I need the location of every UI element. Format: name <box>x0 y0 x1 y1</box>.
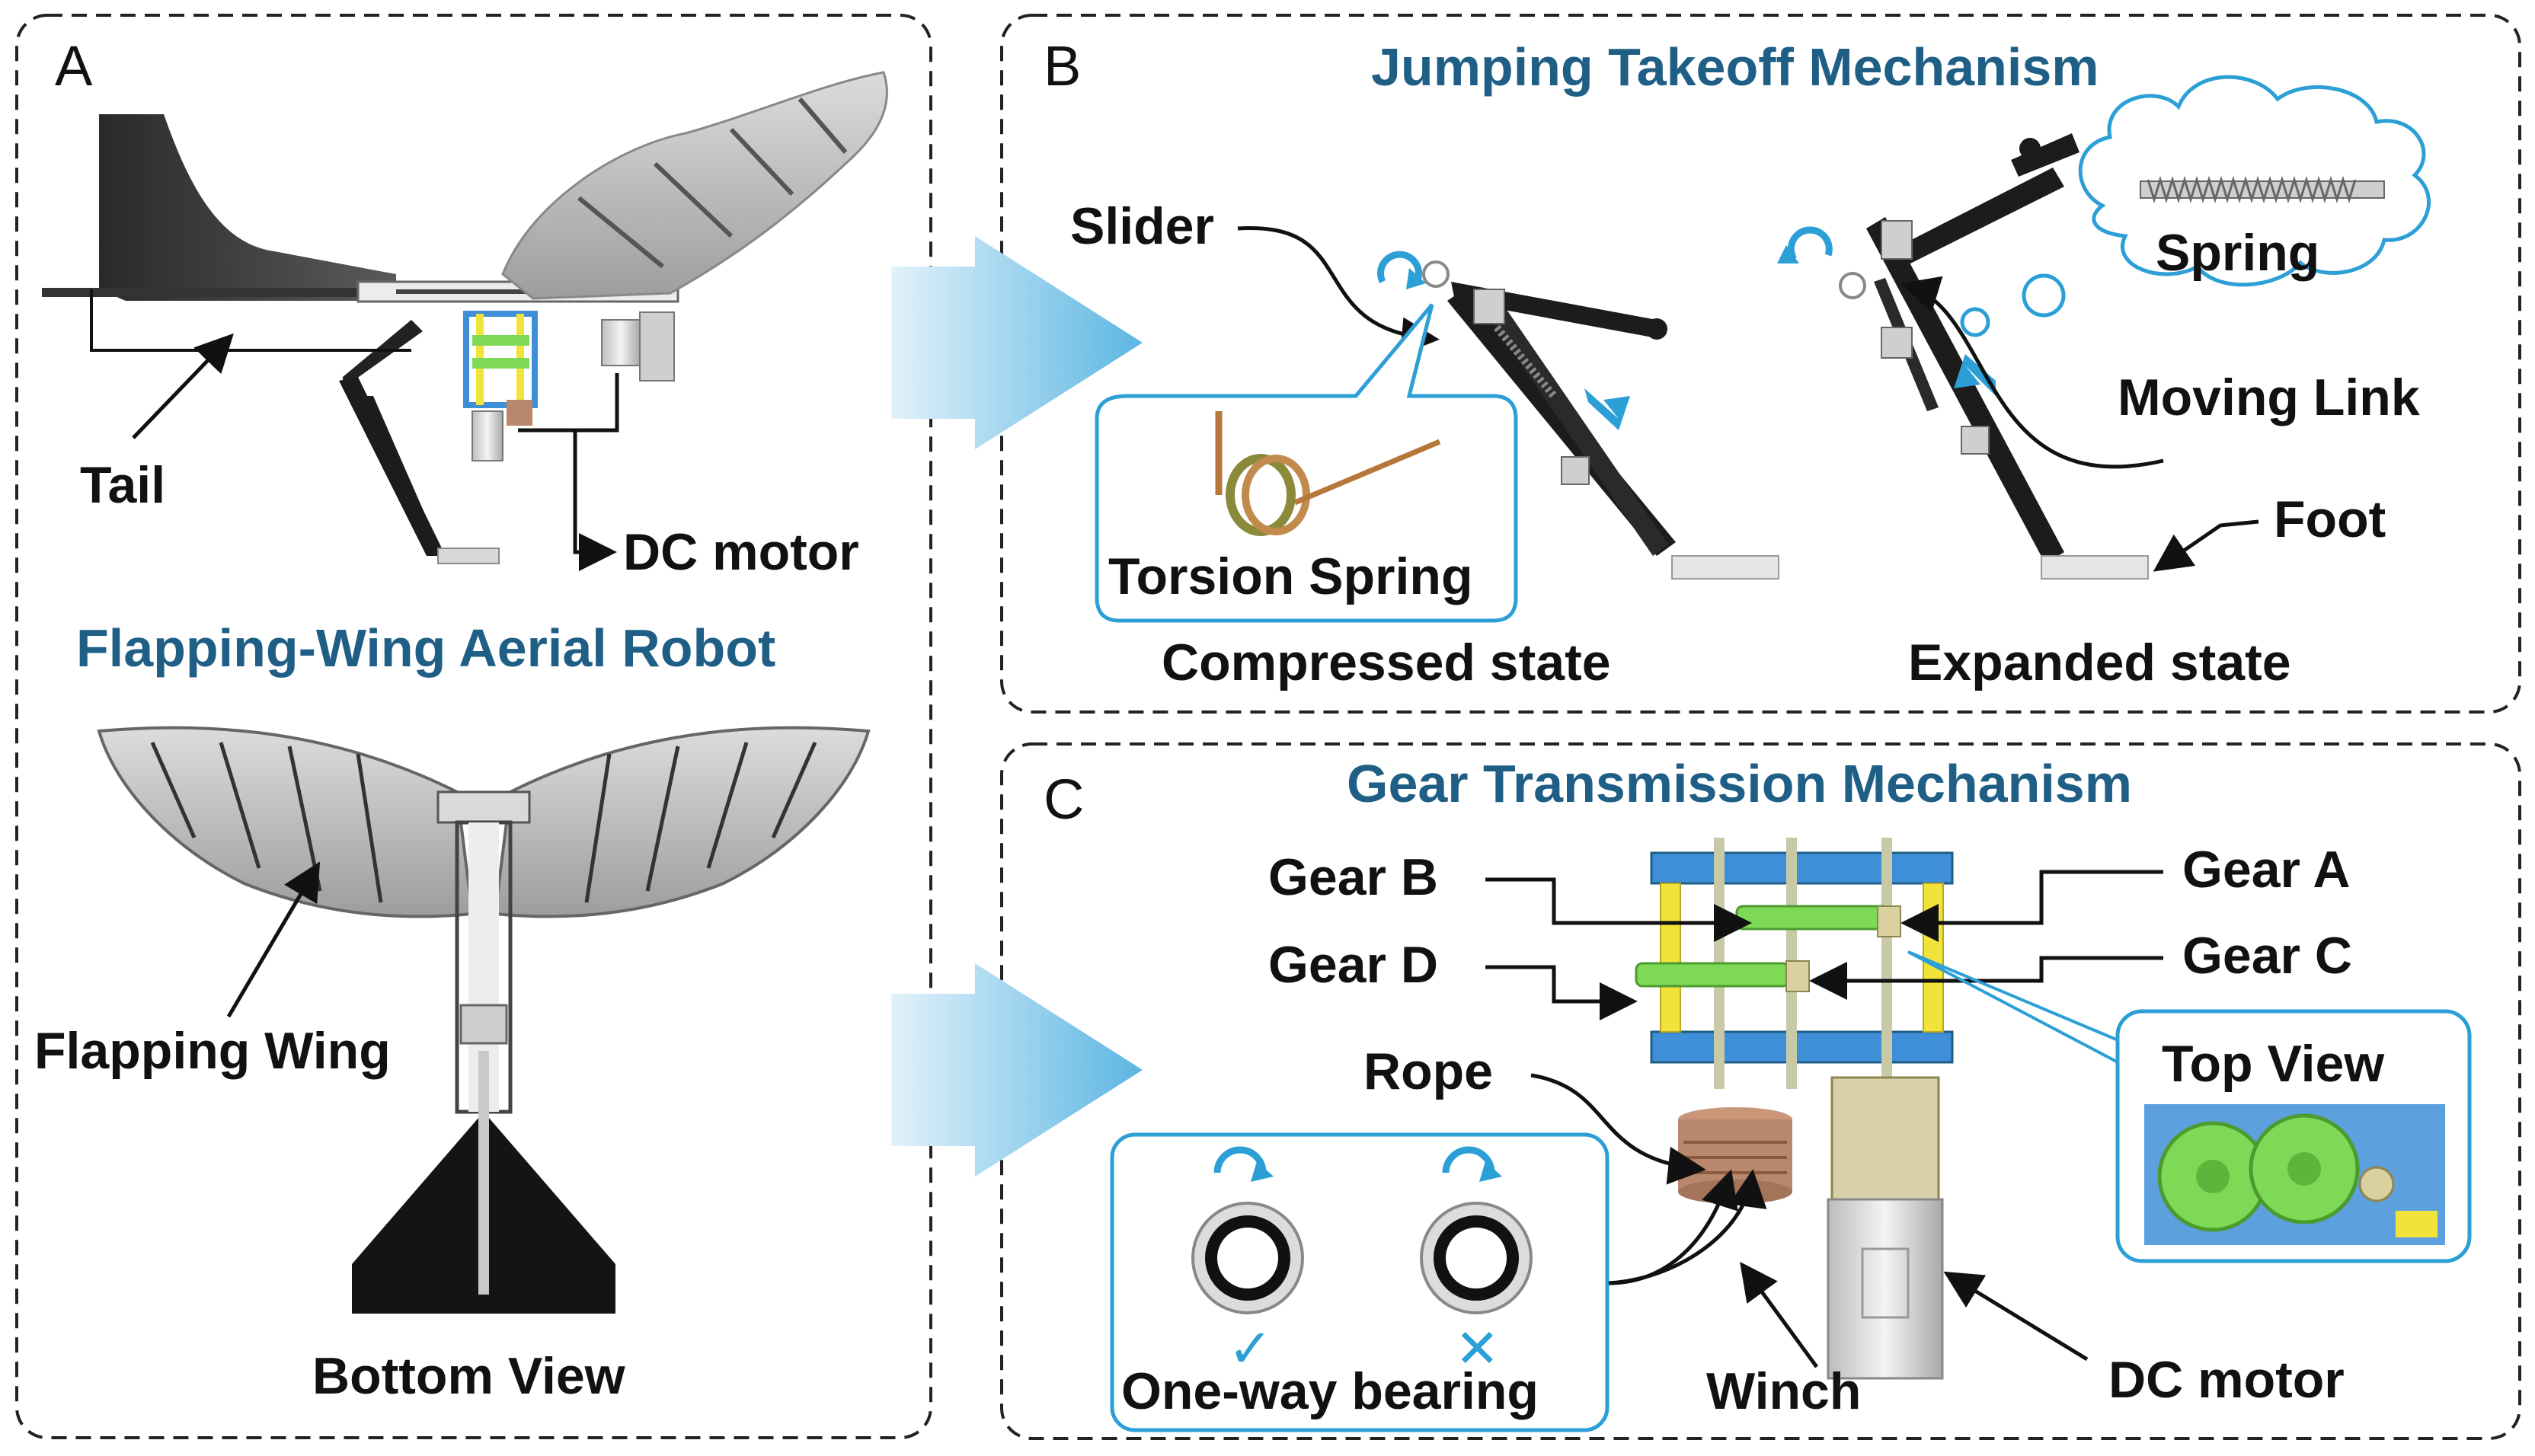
torsion-spring-callout <box>1095 303 1518 623</box>
tail-bracket-line <box>90 289 411 352</box>
top-view-callout-line <box>1907 950 2126 1068</box>
tail-label: Tail <box>80 456 165 514</box>
torsion-spring-label: Torsion Spring <box>1108 548 1473 605</box>
gear-a-label: Gear A <box>2182 841 2350 899</box>
motion-arrow-icon <box>1954 354 1996 396</box>
rotate-arrow-icon <box>1377 251 1422 283</box>
compressed-leg-illustration <box>1422 260 1779 580</box>
dc-motor-bracket-line <box>575 373 619 433</box>
moving-link-label: Moving Link <box>2118 369 2420 426</box>
dc-motor-label-c: DC motor <box>2108 1351 2345 1409</box>
panel-c-title: Gear Transmission Mechanism <box>1347 754 2132 813</box>
rotate-arrow-icon <box>1787 226 1833 261</box>
top-view-callout-line <box>1907 950 2126 1045</box>
panel-b-title: Jumping Takeoff Mechanism <box>1371 37 2099 97</box>
panel-a-frame <box>15 14 932 1439</box>
thought-bubble-dot <box>2022 273 2066 318</box>
gear-c-label: Gear C <box>2182 927 2352 985</box>
winch-leader-line <box>1740 1261 1819 1368</box>
rope-label: Rope <box>1363 1043 1493 1100</box>
gear-d-leader-line <box>1485 965 1638 1020</box>
expanded-state-label: Expanded state <box>1908 634 2291 691</box>
motion-arrow-icon <box>1584 388 1630 430</box>
flapping-wing-label: Flapping Wing <box>34 1022 391 1080</box>
top-view-gears-icon <box>2144 1104 2445 1245</box>
top-view-label: Top View <box>2162 1035 2385 1093</box>
transition-arrow-icon <box>891 963 1143 1177</box>
panel-a-title: Flapping-Wing Aerial Robot <box>76 618 775 678</box>
thought-bubble-dot <box>1960 307 1990 337</box>
rotate-arrow-icon <box>1777 245 1799 263</box>
transition-arrow-icon <box>891 236 1143 449</box>
gear-b-label: Gear B <box>1268 848 1438 906</box>
spring-icon <box>2140 175 2385 204</box>
gear-c-leader-line <box>1809 956 2163 1000</box>
rotate-arrow-icon <box>1406 268 1426 289</box>
winch-label: Winch <box>1706 1362 1861 1420</box>
gearbox-illustration <box>1635 838 1954 1380</box>
panel-a-letter: A <box>55 34 93 97</box>
rope-leader-line <box>1530 1073 1706 1185</box>
bottom-view-label: Bottom View <box>312 1347 626 1405</box>
dc-motor-label-a: DC motor <box>623 523 859 581</box>
bearing-icon <box>1191 1146 1304 1314</box>
robot-bottom-view <box>97 726 871 1314</box>
flapping-wing-leader-line <box>226 861 321 1018</box>
slider-leader-line <box>1237 226 1440 356</box>
bearing-icon <box>1420 1146 1533 1314</box>
robot-side-view <box>42 71 888 564</box>
cross-mark-icon: ✕ <box>1455 1319 1500 1378</box>
dc-motor-bracket-line <box>518 428 617 571</box>
panel-b-letter: B <box>1044 34 1081 97</box>
compressed-state-label: Compressed state <box>1162 634 1611 691</box>
tail-leader-line <box>132 333 234 439</box>
slider-label: Slider <box>1070 197 1214 255</box>
one-way-bearing-label: One-way bearing <box>1121 1362 1539 1420</box>
torsion-spring-icon <box>1215 411 1441 536</box>
bearing-leader-line <box>1608 1169 1767 1285</box>
gear-b-leader-line <box>1485 877 1752 942</box>
foot-leader-line <box>2153 519 2259 572</box>
panel-c-letter: C <box>1044 768 1084 831</box>
foot-label: Foot <box>2274 490 2386 548</box>
gear-d-label: Gear D <box>1268 936 1438 994</box>
check-mark-icon: ✓ <box>1228 1319 1273 1378</box>
dc-motor-leader-line <box>1943 1271 2089 1362</box>
spring-label: Spring <box>2156 224 2319 282</box>
gear-a-leader-line <box>1900 870 2163 942</box>
moving-link-leader-line <box>1900 276 2164 469</box>
